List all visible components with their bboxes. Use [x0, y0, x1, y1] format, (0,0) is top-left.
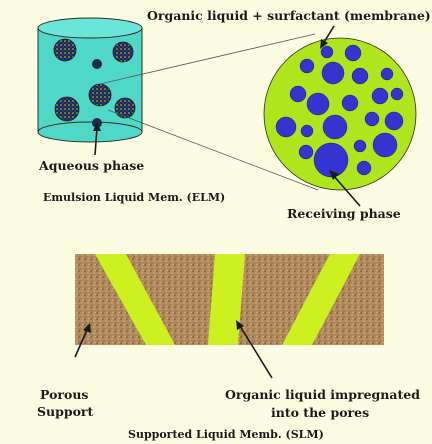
membrane-label: Organic liquid + surfactant (membrane) [147, 8, 431, 23]
receiving-phase-label: Receiving phase [287, 206, 401, 221]
porous-support-label-line2: Support [37, 404, 94, 419]
elm-title: Emulsion Liquid Mem. (ELM) [43, 191, 225, 204]
porous-support-label-line1: Porous [40, 387, 88, 402]
aqueous-phase-label: Aqueous phase [38, 158, 144, 173]
organic-liquid-label-line1: Organic liquid impregnated [225, 387, 420, 402]
organic-liquid-label-line2: into the pores [271, 405, 369, 420]
slm-title: Supported Liquid Memb. (SLM) [128, 428, 324, 441]
emulsion-cylinder [38, 18, 142, 142]
